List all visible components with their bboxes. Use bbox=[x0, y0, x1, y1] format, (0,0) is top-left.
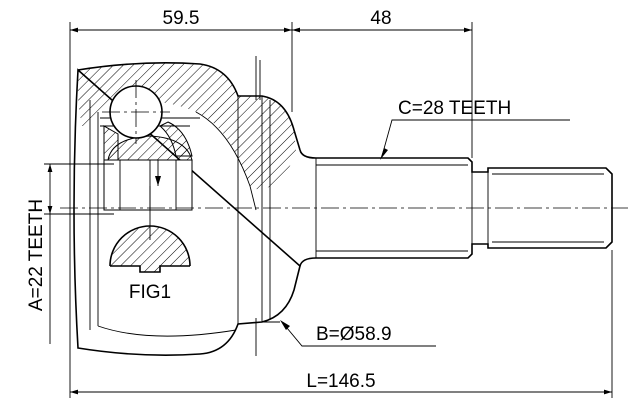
top-dimensions: 59.5 48 bbox=[69, 8, 473, 158]
fig1-arc bbox=[109, 225, 191, 267]
total-length-dimension: L=146.5 bbox=[69, 250, 613, 398]
b-leader bbox=[281, 321, 436, 347]
shaft-length-label: 48 bbox=[370, 8, 391, 29]
fig1-label: FIG1 bbox=[129, 282, 171, 303]
housing-outline bbox=[73, 62, 301, 356]
fig1-hatched-arc bbox=[110, 226, 190, 272]
inner-assembly bbox=[100, 80, 200, 240]
fig1-detail: FIG1 bbox=[109, 225, 191, 303]
outer-diameter-label: B=Ø58.9 bbox=[316, 324, 392, 345]
cage-hatch-right bbox=[159, 121, 193, 157]
abs-ring-marks bbox=[255, 56, 280, 356]
housing-neck-contour bbox=[195, 111, 257, 211]
outer-diameter-callout: B=Ø58.9 bbox=[280, 320, 436, 347]
inner-race-block bbox=[103, 159, 193, 211]
outer-spline-label: C=28 TEETH bbox=[398, 98, 511, 119]
b-leader-arrow bbox=[280, 320, 290, 330]
housing-lower-contour bbox=[97, 325, 237, 337]
total-length-label: L=146.5 bbox=[306, 371, 375, 392]
cage-hatch-left bbox=[103, 125, 119, 161]
inner-spline-dimension: A=22 TEETH bbox=[26, 163, 114, 344]
outer-spline-callout: C=28 TEETH bbox=[380, 98, 570, 160]
spline-detail-arrow bbox=[155, 176, 161, 186]
joint-length-label: 59.5 bbox=[163, 8, 200, 29]
fig1-keyway bbox=[110, 265, 190, 273]
c-leader bbox=[381, 119, 570, 157]
c-leader-arrow bbox=[380, 148, 388, 160]
inner-spline-label: A=22 TEETH bbox=[26, 199, 47, 311]
